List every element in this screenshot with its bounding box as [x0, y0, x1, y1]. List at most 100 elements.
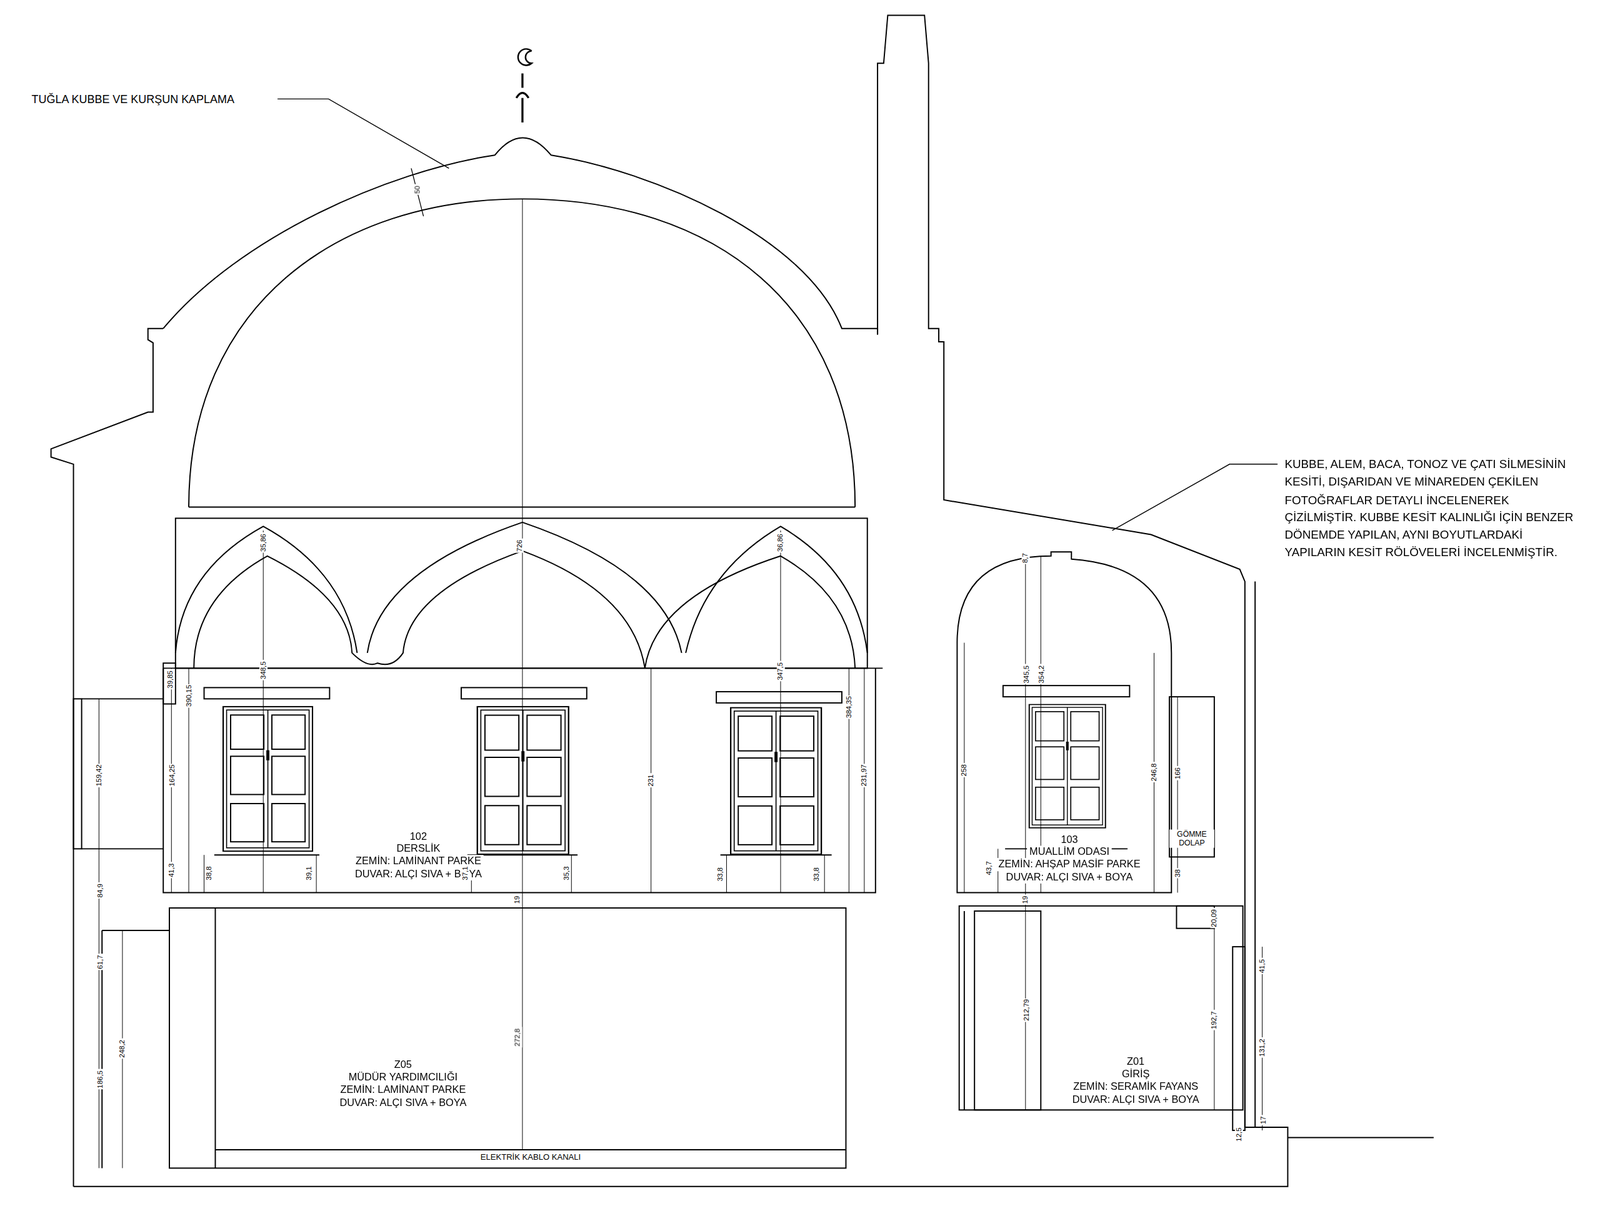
drum [175, 518, 868, 669]
arch [193, 551, 645, 669]
dimension-value: 36,86 [776, 533, 785, 554]
dimension-value: 8,7 [1021, 551, 1030, 564]
dimension-value: 348,5 [259, 660, 268, 681]
finial [516, 73, 529, 123]
dimension-value: 33,8 [716, 866, 725, 883]
dimension-value: 12,5 [1235, 1126, 1244, 1144]
dimension-value: 39,85 [166, 669, 175, 690]
dimension-value: 84,9 [96, 883, 105, 900]
building-outline [51, 15, 1434, 1187]
window [730, 707, 822, 855]
room-area: Z05MÜDÜR YARDIMCILIĞIZEMİN: LAMİNANT PAR… [169, 908, 846, 1169]
dome-base [188, 506, 855, 508]
room-area: 103MUALLİM ODASIZEMİN: AHŞAP MASİF PARKE… [956, 556, 1172, 894]
teacher-room [956, 551, 1172, 893]
lintel [716, 691, 842, 704]
dimension-value: 17 [1259, 1115, 1268, 1126]
dimension-value: 38 [1173, 868, 1182, 879]
sill [214, 848, 1128, 855]
dimension-value: 35,3 [562, 865, 571, 882]
room-text: ZEMİN: AHŞAP MASİF PARKE [996, 858, 1143, 872]
dimension-value: 159,42 [95, 763, 104, 788]
cable-channel [215, 1149, 846, 1151]
dimension-value: 231 [646, 773, 655, 788]
dome-outer [163, 137, 878, 335]
arch [175, 526, 358, 653]
dimension-lines [98, 198, 1262, 1169]
dimension-value: 354,2 [1038, 664, 1047, 685]
room-outline [169, 908, 846, 1169]
leader-line [1112, 464, 1278, 531]
dimension-value: 390,15 [185, 683, 194, 708]
thickness-dim [411, 168, 424, 217]
wall-line [215, 908, 217, 1169]
dimension-value: 43,7 [985, 860, 994, 877]
lintel [204, 687, 330, 699]
dome-inner [175, 168, 868, 669]
arch [367, 522, 682, 654]
room-text: ZEMİN: LAMİNANT PARKE [338, 1083, 468, 1097]
dimension-value: 164,25 [168, 763, 177, 788]
side-wall [81, 698, 164, 849]
room-text: DUVAR: ALÇI SIVA + BOYA [1070, 1093, 1201, 1106]
wall-line [1254, 581, 1256, 1128]
dimension-value: 35,86 [259, 533, 268, 554]
dimension-value: 166 [1173, 766, 1182, 780]
minaret-and-roof [73, 15, 1289, 1187]
dimension-value: 258 [960, 763, 969, 777]
room-label: GÖMME DOLAP [1169, 829, 1215, 848]
arch [685, 526, 868, 653]
door [974, 911, 1041, 1110]
room-text: DUVAR: ALÇI SIVA + BOYA [337, 1096, 469, 1109]
dimension-value: 37,1 [461, 865, 470, 882]
lintel [461, 687, 587, 699]
wall-pier [163, 663, 176, 704]
dimension-value: 41,3 [167, 862, 176, 879]
dimension-value: 231,97 [860, 763, 869, 788]
classroom-walls [163, 668, 876, 893]
dimension-value: 131,2 [1258, 1038, 1267, 1059]
upper-floor [73, 551, 1215, 893]
lintel [1003, 685, 1130, 697]
annotation-note: KUBBE, ALEM, BACA, TONOZ VE ÇATI SİLMESİ… [1283, 456, 1582, 562]
cupboard [1169, 696, 1215, 857]
room-text: GÖMME DOLAP [1169, 829, 1215, 848]
room-text: Z01 [1125, 1056, 1147, 1069]
side-window [73, 698, 82, 849]
dimension-value: 726 [515, 538, 524, 553]
room-label: Z05MÜDÜR YARDIMCILIĞIZEMİN: LAMİNANT PAR… [337, 1059, 469, 1110]
dim-line [964, 556, 1178, 1111]
room-text: DERSLİK [394, 843, 442, 856]
dimension-value: 248,2 [118, 1038, 127, 1059]
dimension-value: 50 [413, 185, 422, 195]
dome-intrados [188, 198, 855, 507]
ground-floor [101, 906, 1245, 1169]
step [101, 930, 170, 1169]
room-text: DUVAR: ALÇI SIVA + BOYA [1003, 871, 1135, 884]
left-roof [51, 328, 164, 1187]
dimension-value: 192,7 [1210, 1010, 1219, 1031]
wall-top [163, 667, 883, 669]
niche [1176, 906, 1214, 929]
wall-line [963, 911, 965, 1110]
room-text: 103 [1058, 833, 1080, 847]
room-outline [959, 906, 1244, 1111]
room-text: GİRİŞ [1120, 1068, 1152, 1082]
room-area: Z01GİRİŞZEMİN: SERAMİK FAYANSDUVAR: ALÇI… [959, 906, 1244, 1111]
leader-line [277, 98, 449, 169]
crescent [518, 48, 532, 65]
dimension-value: 38,8 [205, 865, 214, 882]
dimension-value: 384,35 [845, 695, 854, 719]
room-area: 102DERSLİKZEMİN: LAMİNANT PARKEDUVAR: AL… [163, 668, 876, 893]
dimension-value: 19 [1021, 895, 1030, 905]
dimension-value: 186,5 [96, 1069, 105, 1090]
dimension-value: 39,1 [305, 865, 314, 882]
room-text: 102 [408, 830, 430, 844]
dim-line [98, 698, 1262, 1169]
dim-line [171, 198, 865, 1150]
dimension-value: 19 [513, 895, 522, 905]
room-text: ELEKTRİK KABLO KANALI [478, 1153, 583, 1164]
dimension-value: 33,8 [812, 866, 821, 883]
